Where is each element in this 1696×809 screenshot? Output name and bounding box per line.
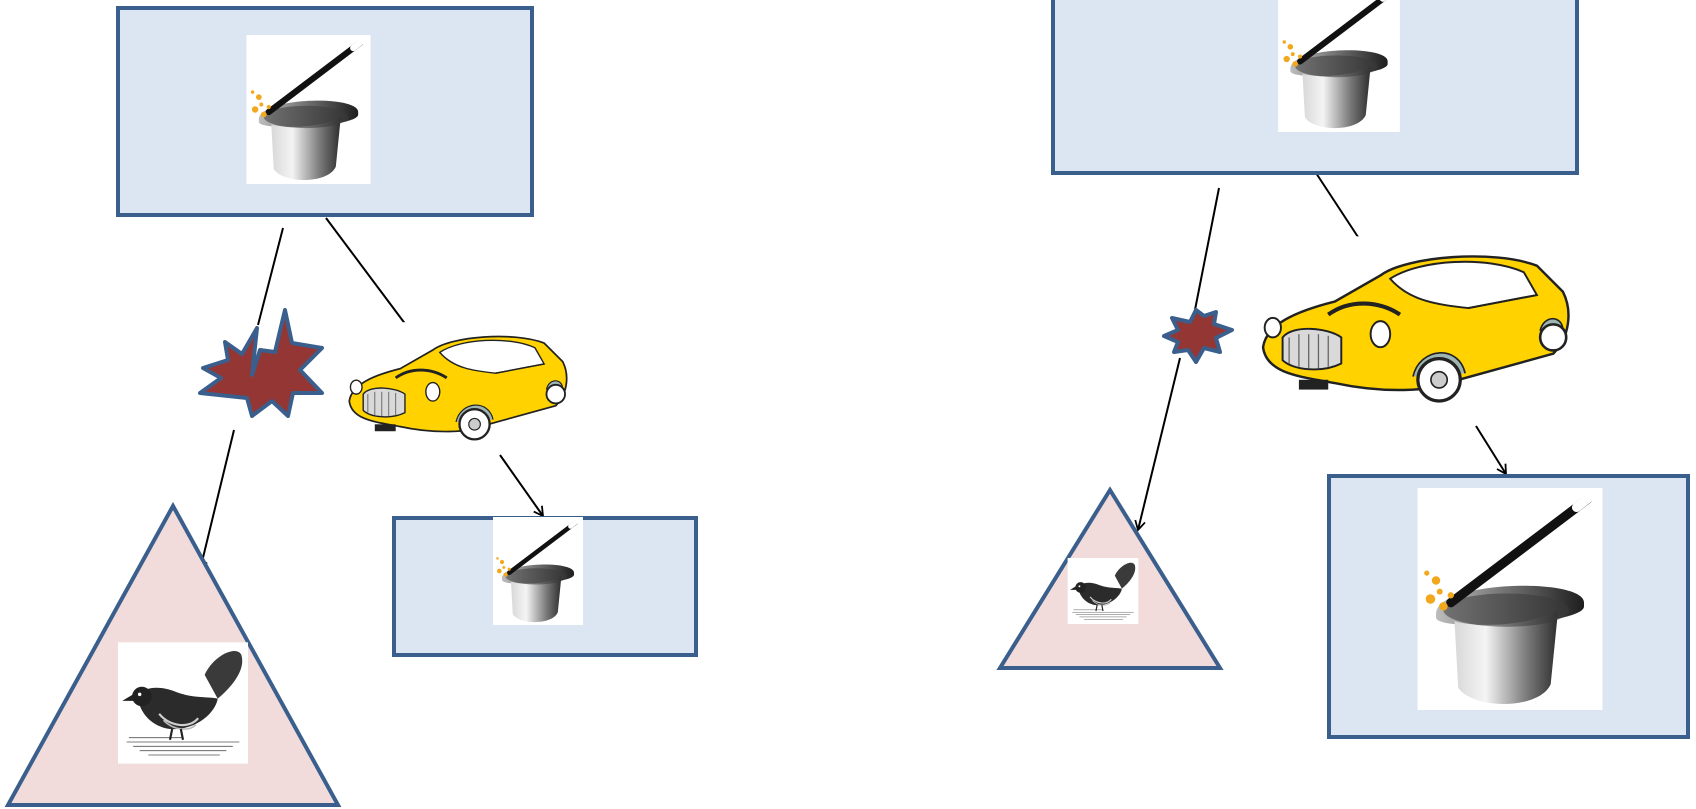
yellow-sports-car-icon	[1250, 236, 1576, 415]
cuckoo-bird-icon	[1067, 558, 1139, 624]
right-diagram	[996, 0, 1690, 739]
explosion-burst-icon	[1162, 308, 1234, 364]
magic-hat-icon	[1418, 488, 1603, 710]
cuckoo-bird-icon	[118, 642, 248, 764]
connector-line	[1192, 187, 1220, 321]
connector-line	[257, 227, 284, 326]
yellow-sports-car-icon	[340, 322, 572, 450]
connector-arrow	[499, 454, 545, 518]
connector-line	[325, 217, 407, 326]
connector-arrow	[1475, 425, 1507, 476]
connector-arrow	[1134, 357, 1181, 532]
connector-line	[1315, 172, 1361, 241]
left-diagram	[4, 6, 698, 807]
connector-arrow	[196, 429, 235, 572]
magic-hat-icon	[246, 35, 370, 184]
magic-hat-icon	[1278, 0, 1400, 132]
explosion-burst-icon	[198, 308, 324, 418]
magic-hat-icon	[493, 517, 583, 625]
